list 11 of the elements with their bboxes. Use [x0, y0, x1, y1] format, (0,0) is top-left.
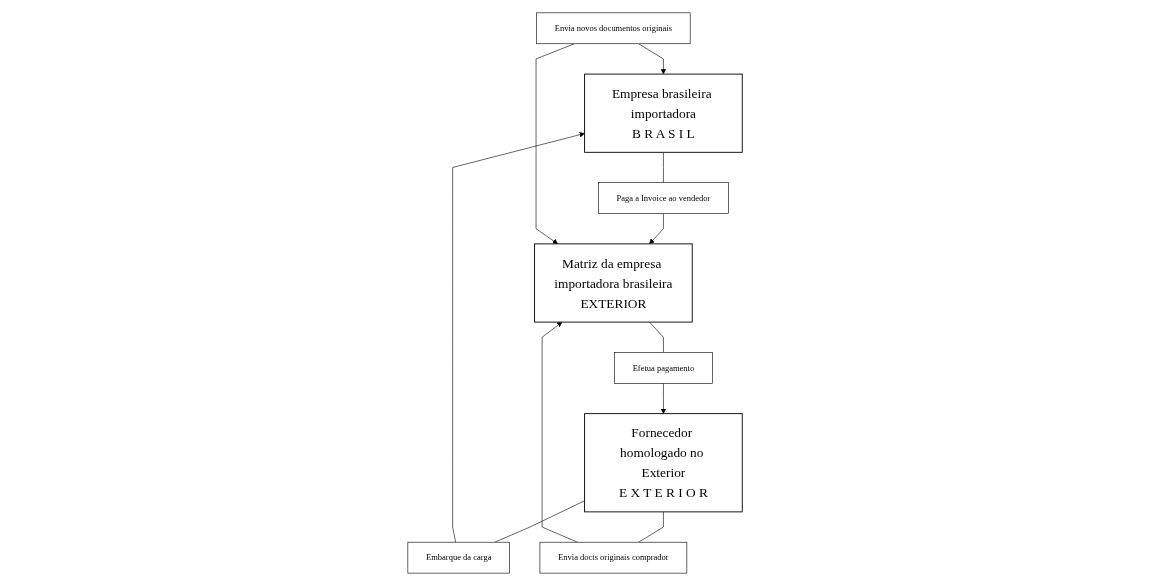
node-box: Paga a Invoice ao vendedor [597, 181, 729, 214]
node-box: Envia docts originais comprador [539, 541, 688, 573]
node-box: Empresa brasileira importadora B R A S I L [584, 73, 743, 153]
node-box: Fornecedor homologado no Exterior E X T E R I O R [584, 412, 743, 512]
connector [638, 511, 664, 542]
node-box: Embarque da carga [407, 541, 510, 573]
connector [649, 321, 664, 353]
node-box: Matriz da empresa importadora brasileira EXTERIOR [534, 242, 693, 323]
connector [663, 151, 664, 183]
node-box: Efetua pagamento [614, 351, 713, 384]
node-box: Envia novos documentos originais [536, 12, 691, 44]
